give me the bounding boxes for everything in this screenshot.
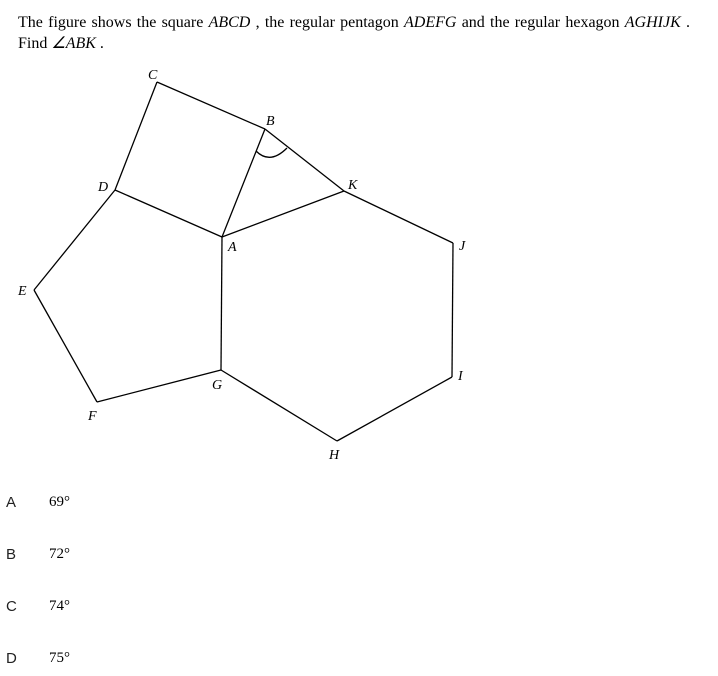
option-letter: B — [6, 545, 17, 563]
label-A: A — [227, 240, 237, 255]
question-text: The figure shows the square ABCD , the r… — [18, 12, 690, 54]
question-part: The figure shows the square — [18, 14, 209, 31]
edge-FG — [96, 369, 222, 403]
option-letter: D — [6, 649, 17, 667]
label-F: F — [87, 409, 97, 424]
edge-IJ — [451, 242, 454, 378]
label-G: G — [212, 378, 222, 393]
edge-EF — [33, 289, 98, 403]
option-value: 75° — [49, 649, 70, 666]
answer-option-c[interactable]: C 74° — [0, 594, 200, 618]
angle-arc-ABK — [255, 147, 288, 158]
question-part: . — [95, 35, 104, 52]
question-part: , the regular pentagon — [250, 14, 405, 31]
edge-CD — [114, 81, 158, 191]
edge-BC — [156, 81, 266, 130]
edge-HI — [336, 376, 453, 442]
edge-GH — [220, 369, 338, 442]
label-B: B — [266, 114, 275, 129]
edge-DE — [33, 189, 116, 291]
pentagon-name: ADEFG — [404, 14, 457, 31]
target-angle: ∠ABK — [51, 35, 96, 52]
option-value: 69° — [49, 493, 70, 510]
answer-option-a[interactable]: A 69° — [0, 490, 200, 514]
label-I: I — [457, 369, 464, 384]
option-value: 72° — [49, 545, 70, 562]
question-part: and the regular hexagon — [456, 14, 625, 31]
edge-KA — [221, 190, 345, 238]
label-J: J — [459, 239, 466, 254]
label-D: D — [97, 180, 108, 195]
option-value: 74° — [49, 597, 70, 614]
label-H: H — [328, 448, 340, 463]
edge-AB — [221, 128, 266, 238]
label-E: E — [17, 284, 27, 299]
answer-option-b[interactable]: B 72° — [0, 542, 200, 566]
hexagon-name: AGHIJK — [624, 14, 681, 31]
edge-JK — [343, 190, 454, 244]
question-part: . Find — [18, 14, 690, 52]
option-letter: A — [6, 493, 17, 511]
edge-BK — [264, 128, 345, 192]
option-letter: C — [6, 597, 17, 615]
geometry-figure: C B D K A J E I G F H — [17, 68, 466, 463]
answer-option-d[interactable]: D 75° — [0, 646, 200, 670]
square-name: ABCD — [208, 14, 251, 31]
edge-DA — [114, 189, 223, 238]
label-K: K — [347, 178, 358, 193]
edge-GA — [220, 236, 223, 371]
label-C: C — [148, 68, 158, 83]
